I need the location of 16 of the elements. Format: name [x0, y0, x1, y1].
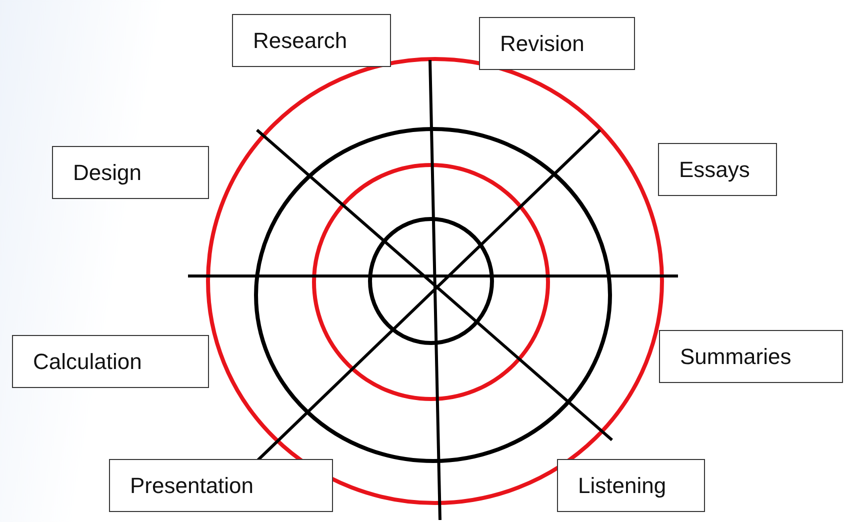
label-text: Essays — [679, 156, 750, 182]
label-box — [52, 146, 209, 199]
label-text: Research — [253, 28, 348, 54]
label-box — [12, 335, 209, 388]
label-box — [232, 14, 391, 67]
label-box — [557, 459, 705, 512]
label-box — [659, 330, 843, 383]
label-text: Revision — [500, 30, 584, 56]
label-text: Summaries — [680, 344, 792, 370]
label-box — [109, 459, 333, 512]
label-text: Listening — [578, 472, 666, 498]
label-box — [658, 143, 777, 196]
label-text: Calculation — [33, 348, 142, 374]
label-text: Design — [73, 160, 142, 186]
label-box — [479, 17, 635, 70]
label-text: Presentation — [130, 472, 254, 498]
